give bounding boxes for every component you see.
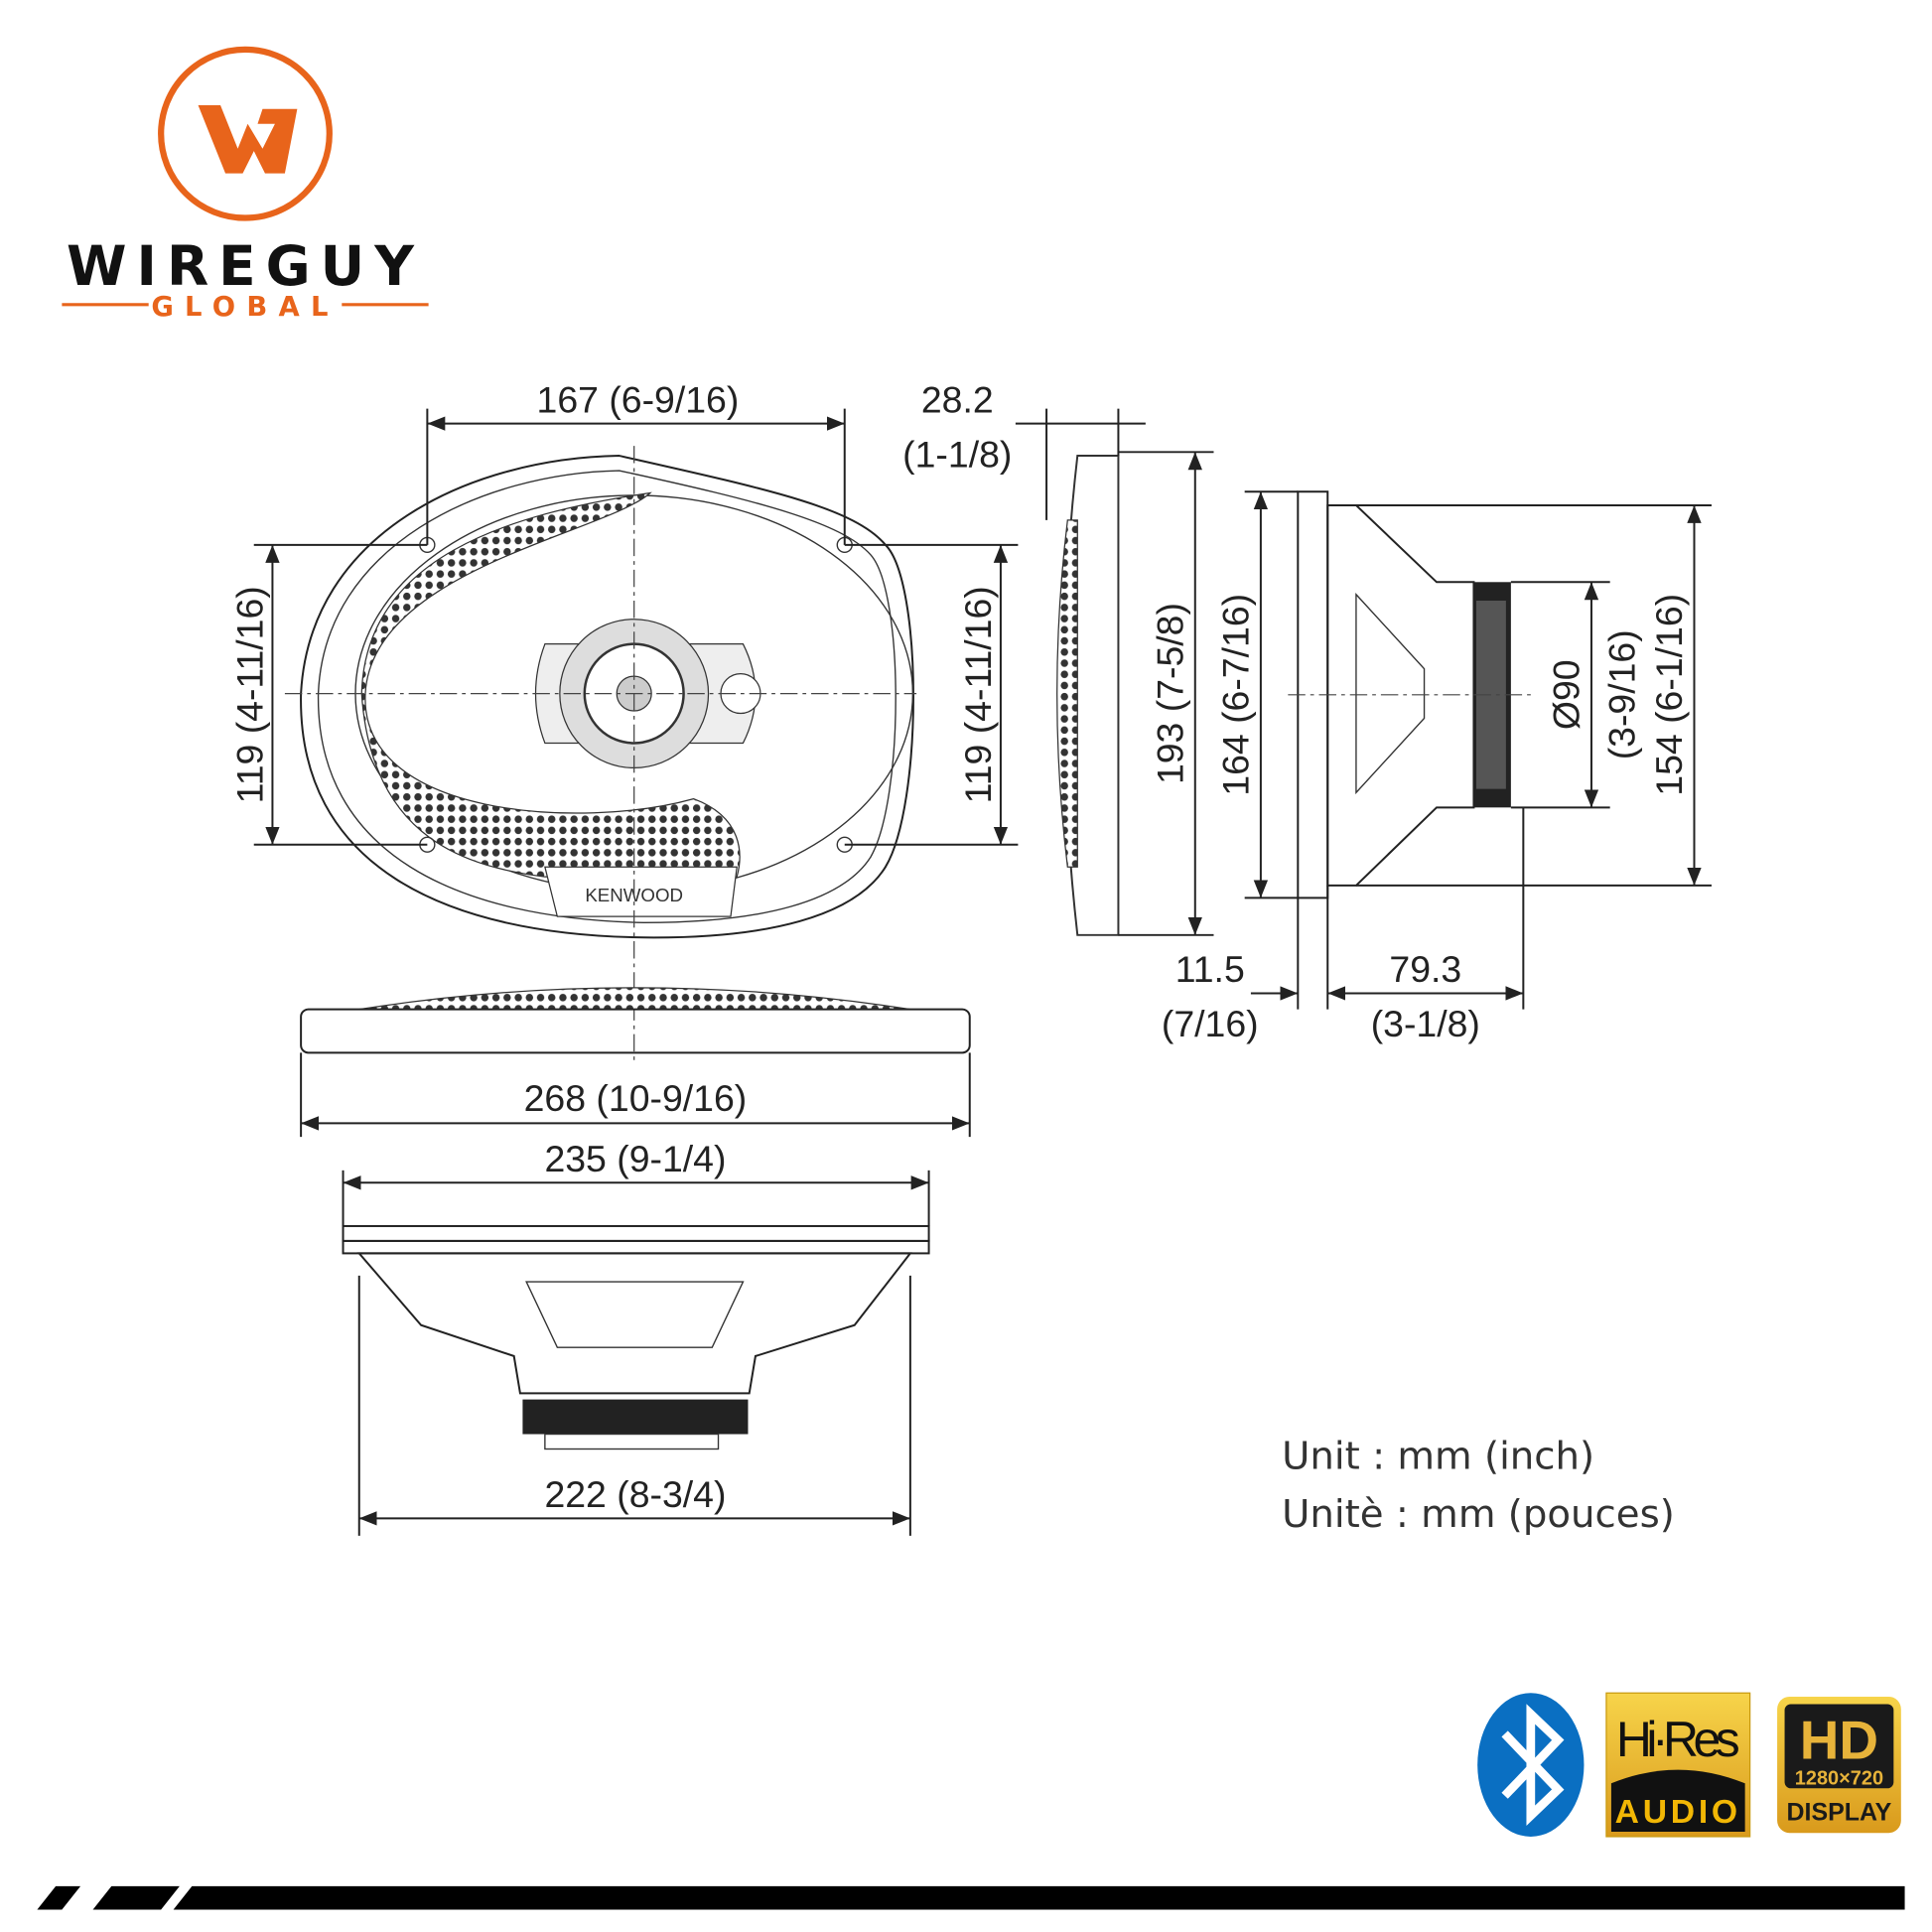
brand-sub: GLOBAL <box>151 292 339 323</box>
dim-grille-depth-in: (1-1/8) <box>902 433 1012 475</box>
dim-front-height-left: 119 (4-11/16) <box>228 586 270 803</box>
bluetooth-icon <box>1501 1704 1565 1826</box>
dim-profile-frame-height: 164 (6-7/16) <box>1214 594 1256 796</box>
profile-view: 164 (6-7/16) Ø90 (3-9/16) 154 (6-1/16) 1… <box>1162 490 1712 1044</box>
brand-name: WIREGUY <box>67 234 424 298</box>
logo-ring <box>158 46 333 221</box>
hd-display-badge: HD 1280×720 DISPLAY <box>1777 1696 1901 1834</box>
dim-front-width: 167 (6-9/16) <box>537 378 740 420</box>
dim-depth-in: (3-1/8) <box>1371 1003 1480 1044</box>
dim-basket-height: 154 (6-1/16) <box>1648 594 1690 796</box>
front-view: KENWOOD 167 (6-9/16) 119 (4-11/16) 119 (… <box>228 378 1019 1065</box>
dim-magnet-dia-in: (3-9/16) <box>1601 629 1643 759</box>
bottom-profile-view: 235 (9-1/4) 222 (8-3/4) <box>342 1138 930 1536</box>
dim-depth-mm: 79.3 <box>1389 948 1461 990</box>
hd-text: HD <box>1800 1709 1878 1770</box>
bluetooth-badge <box>1477 1693 1585 1837</box>
dim-grille-depth-mm: 28.2 <box>921 378 994 420</box>
hires-text: Hi·Res <box>1616 1712 1740 1767</box>
brand-logo: WIREGUY GLOBAL <box>62 46 429 323</box>
unit-note-en: Unit : mm (inch) <box>1282 1434 1594 1478</box>
dim-basket-width: 222 (8-3/4) <box>544 1473 726 1515</box>
dim-overall-width: 268 (10-9/16) <box>524 1077 748 1119</box>
resolution-text: 1280×720 <box>1795 1768 1883 1790</box>
hires-audio-badge: Hi·Res AUDIO <box>1605 1692 1751 1838</box>
dim-mount-width: 235 (9-1/4) <box>544 1138 726 1179</box>
dim-grille-height: 193 (7-5/8) <box>1149 603 1190 784</box>
audio-text: AUDIO <box>1615 1794 1741 1831</box>
grille-side-view: 28.2 (1-1/8) 193 (7-5/8) <box>902 378 1214 936</box>
logo-wg-mark <box>198 105 298 174</box>
footer-stripe <box>37 1885 1905 1910</box>
dim-magnet-dia-mm: Ø90 <box>1545 659 1587 730</box>
dim-flange-mm: 11.5 <box>1175 948 1245 990</box>
dim-flange-in: (7/16) <box>1162 1003 1259 1044</box>
dim-front-height-right: 119 (4-11/16) <box>957 586 999 803</box>
unit-note-fr: Unitè : mm (pouces) <box>1282 1492 1675 1537</box>
display-text: DISPLAY <box>1787 1799 1892 1827</box>
top-edge-view: 268 (10-9/16) <box>300 987 971 1138</box>
